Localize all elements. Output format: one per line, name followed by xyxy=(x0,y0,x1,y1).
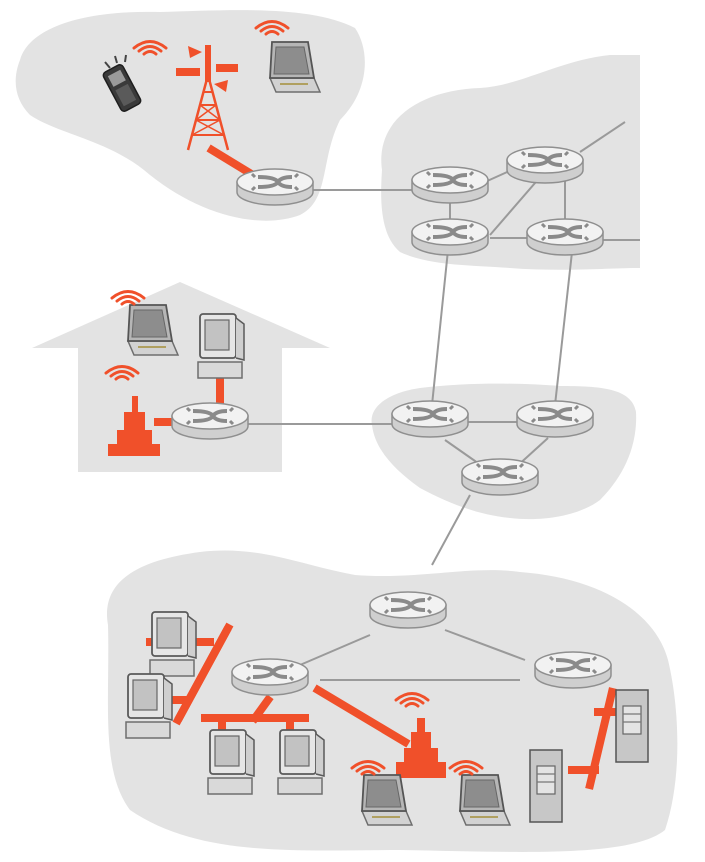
wireless-signal-icon xyxy=(112,292,144,305)
server-icon xyxy=(616,690,648,762)
desktop-pc-icon xyxy=(198,314,244,378)
router-icon xyxy=(507,147,583,183)
server-icon xyxy=(530,750,562,822)
router-icon xyxy=(527,219,603,255)
desktop-pc-icon xyxy=(208,730,254,794)
router-icon xyxy=(237,169,313,205)
desktop-pc-icon xyxy=(126,674,172,738)
router-icon xyxy=(392,401,468,437)
router-icon xyxy=(412,219,488,255)
home-network-region xyxy=(32,282,330,472)
router-icon xyxy=(172,403,248,439)
desktop-pc-icon xyxy=(278,730,324,794)
router-icon xyxy=(535,652,611,688)
router-icon xyxy=(370,592,446,628)
desktop-pc-icon xyxy=(150,612,196,676)
router-icon xyxy=(462,459,538,495)
router-icon xyxy=(232,659,308,695)
router-icon xyxy=(517,401,593,437)
router-icon xyxy=(412,167,488,203)
